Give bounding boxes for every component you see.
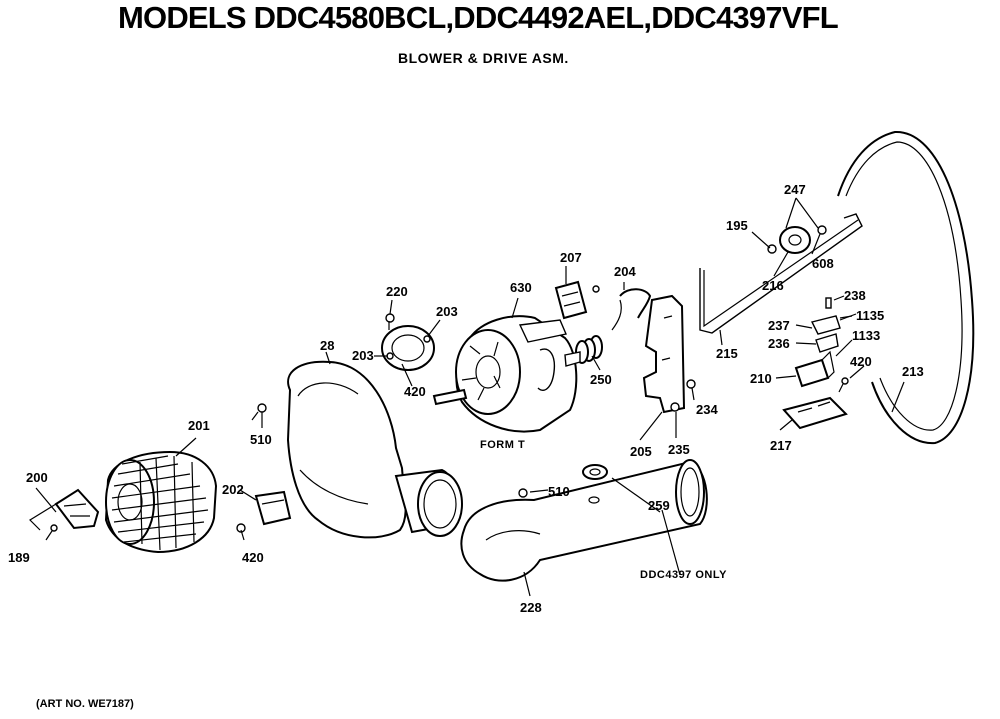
motor-switch-part xyxy=(554,280,600,320)
callout-200: 200 xyxy=(26,470,48,485)
callout-204: 204 xyxy=(614,264,636,279)
screw-part xyxy=(251,403,267,421)
callout-228: 228 xyxy=(520,600,542,615)
callout-28: 28 xyxy=(320,338,334,353)
callout-215: 215 xyxy=(716,346,738,361)
fastener-parts xyxy=(670,379,696,412)
callout-189: 189 xyxy=(8,550,30,565)
screw-part xyxy=(838,377,849,393)
callout-leader-lines xyxy=(29,197,905,597)
callout-237: 237 xyxy=(768,318,790,333)
note-ddc4397-only: DDC4397 ONLY xyxy=(640,569,727,581)
callout-238: 238 xyxy=(844,288,866,303)
callout-213: 213 xyxy=(902,364,924,379)
callout-510-housing: 510 xyxy=(250,432,272,447)
callout-234: 234 xyxy=(696,402,718,417)
callout-195: 195 xyxy=(726,218,748,233)
callout-203-left: 203 xyxy=(352,348,374,363)
callout-205: 205 xyxy=(630,444,652,459)
switch-part xyxy=(794,350,835,388)
callout-201: 201 xyxy=(188,418,210,433)
callout-207: 207 xyxy=(560,250,582,265)
callout-1135: 1135 xyxy=(856,308,884,323)
callout-420-switch: 420 xyxy=(850,354,872,369)
blower-housing-part xyxy=(286,360,463,539)
blower-wheel-part xyxy=(104,450,218,554)
motor-part xyxy=(432,315,581,433)
callout-labels: 200 189 201 202 420 510 28 203 203 220 4… xyxy=(8,182,924,615)
page-subtitle: BLOWER & DRIVE ASM. xyxy=(398,50,569,66)
callout-247: 247 xyxy=(784,182,806,197)
note-form-t: FORM T xyxy=(480,439,525,451)
callout-608: 608 xyxy=(812,256,834,271)
callout-202: 202 xyxy=(222,482,244,497)
callout-1133: 1133 xyxy=(852,328,880,343)
switch-bracket-part xyxy=(782,396,848,430)
housing-bracket-part xyxy=(236,490,292,533)
exhaust-duct-part xyxy=(460,459,708,582)
callout-420-ring: 420 xyxy=(404,384,426,399)
thermostat-part xyxy=(518,464,608,498)
callout-236: 236 xyxy=(768,336,790,351)
callout-217: 217 xyxy=(770,438,792,453)
callout-259: 259 xyxy=(648,498,670,513)
callout-220: 220 xyxy=(386,284,408,299)
callout-420-bracket: 420 xyxy=(242,550,264,565)
callout-510-duct: 510 xyxy=(548,484,570,499)
blower-bracket-part xyxy=(45,488,100,541)
motor-pulley-part xyxy=(575,335,603,364)
callout-235: 235 xyxy=(668,442,690,457)
callout-210: 210 xyxy=(750,371,772,386)
callout-250: 250 xyxy=(590,372,612,387)
motor-mount-bracket-part xyxy=(611,288,686,414)
motor-mount-ring-part xyxy=(381,313,435,371)
callout-203-right: 203 xyxy=(436,304,458,319)
idler-pulley-part xyxy=(767,225,827,254)
callout-630: 630 xyxy=(510,280,532,295)
drive-belt-part xyxy=(837,130,975,445)
art-number: (ART NO. WE7187) xyxy=(36,698,134,710)
callout-216: 216 xyxy=(762,278,784,293)
page-title: MODELS DDC4580BCL,DDC4492AEL,DDC4397VFL xyxy=(118,0,839,35)
switch-assembly-part xyxy=(810,297,853,353)
idler-arm-part xyxy=(699,213,863,334)
